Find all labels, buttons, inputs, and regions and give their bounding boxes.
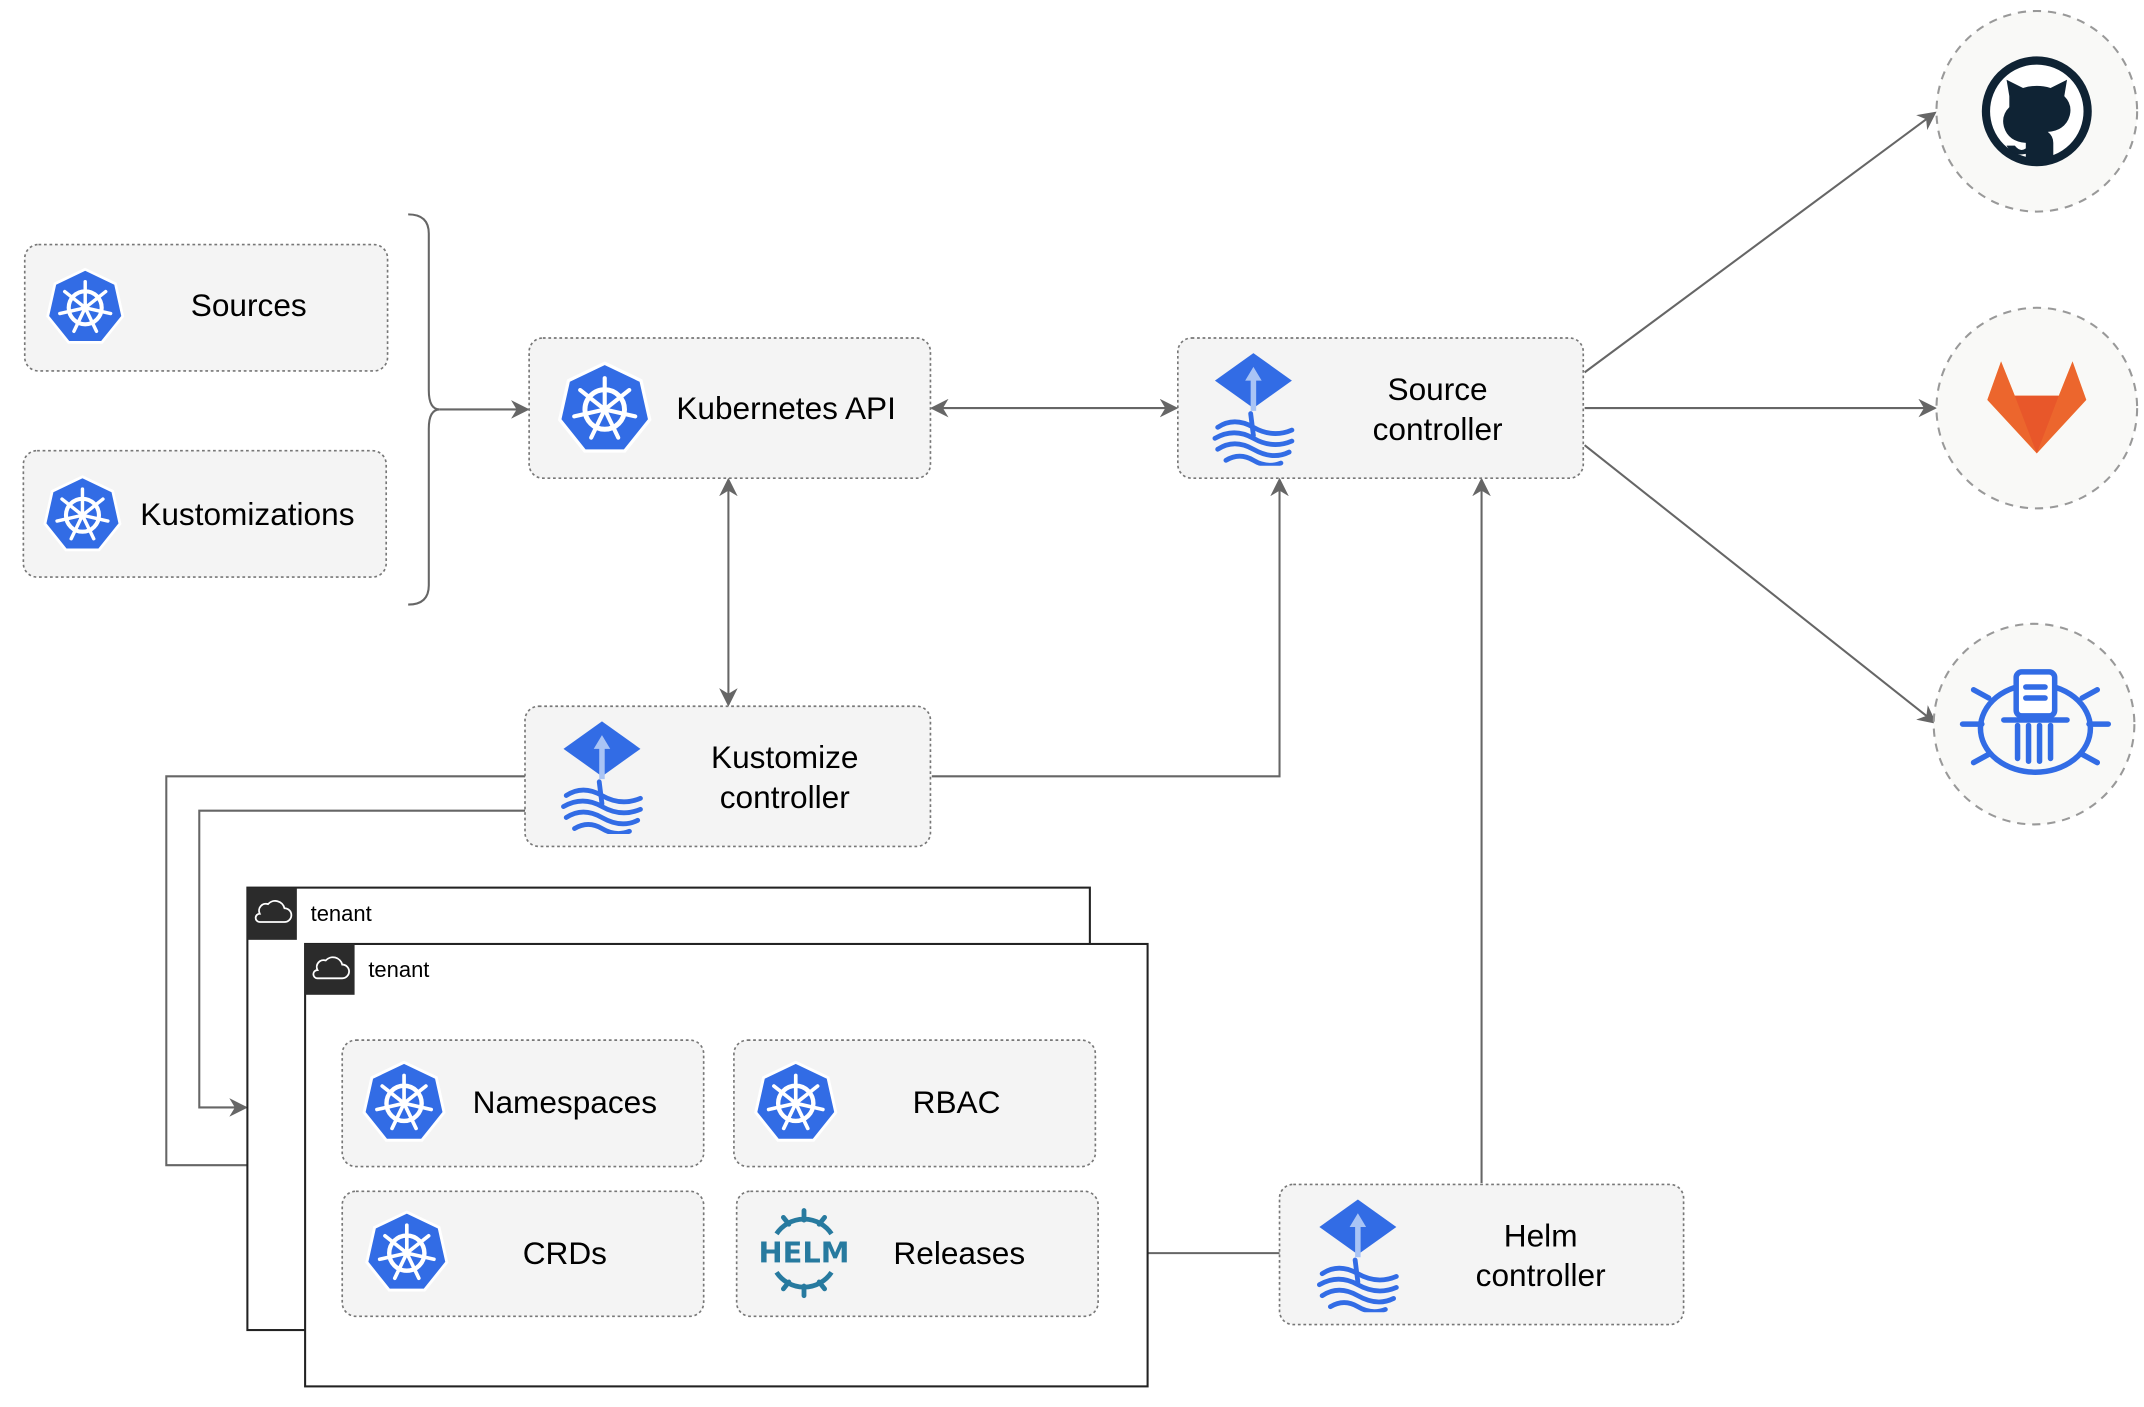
gitlab-icon <box>1987 361 2087 454</box>
node-label: Releases <box>893 1235 1025 1271</box>
external-gitlab[interactable] <box>1935 306 2139 510</box>
node-sources[interactable]: Sources <box>23 243 389 372</box>
edge-source-to-github <box>1584 111 1937 374</box>
edge-kustomize-to-tenant-back <box>198 809 526 1117</box>
node-label: RBAC <box>913 1084 1001 1120</box>
node-label-line2: controller <box>1373 411 1503 447</box>
brace <box>408 213 440 606</box>
cloud-icon <box>254 900 293 923</box>
svg-text:HELM: HELM <box>759 1235 850 1269</box>
tenant-label: tenant <box>368 957 429 982</box>
node-rbac[interactable]: RBAC <box>733 1039 1097 1168</box>
tenant-label: tenant <box>311 901 372 926</box>
node-releases[interactable]: HELM Releases <box>735 1190 1099 1318</box>
external-bucket[interactable] <box>1932 622 2136 826</box>
bucket-icon <box>1959 669 2112 775</box>
node-kustomize-controller[interactable]: Kustomize controller <box>524 705 932 848</box>
node-label-line1: Kustomize <box>711 739 859 775</box>
node-label: Kubernetes API <box>676 390 896 426</box>
node-label: Namespaces <box>473 1084 657 1120</box>
node-source-controller[interactable]: Source controller <box>1177 337 1585 479</box>
node-kustomizations[interactable]: Kustomizations <box>22 449 388 578</box>
node-kubernetes-api[interactable]: Kubernetes API <box>528 337 932 479</box>
node-label-line1: Source <box>1388 371 1488 407</box>
node-label: Sources <box>191 287 307 323</box>
edge-source-to-bucket <box>1583 444 1937 724</box>
github-icon <box>1981 56 2092 167</box>
node-label-line2: controller <box>1476 1257 1606 1293</box>
node-label-line2: controller <box>720 779 850 815</box>
node-label: Kustomizations <box>140 496 354 532</box>
node-label: CRDs <box>523 1235 607 1271</box>
edge-kustomize-to-tenant-front <box>165 775 526 1175</box>
external-github[interactable] <box>1935 9 2139 213</box>
edge-kustomize-to-source <box>931 477 1289 778</box>
node-label-line1: Helm <box>1504 1217 1578 1253</box>
helm-icon: HELM <box>759 1208 850 1299</box>
node-helm-controller[interactable]: Helm controller <box>1278 1183 1685 1326</box>
cloud-icon <box>312 956 350 980</box>
node-namespaces[interactable]: Namespaces <box>341 1039 705 1168</box>
node-crds[interactable]: CRDs <box>341 1190 705 1318</box>
